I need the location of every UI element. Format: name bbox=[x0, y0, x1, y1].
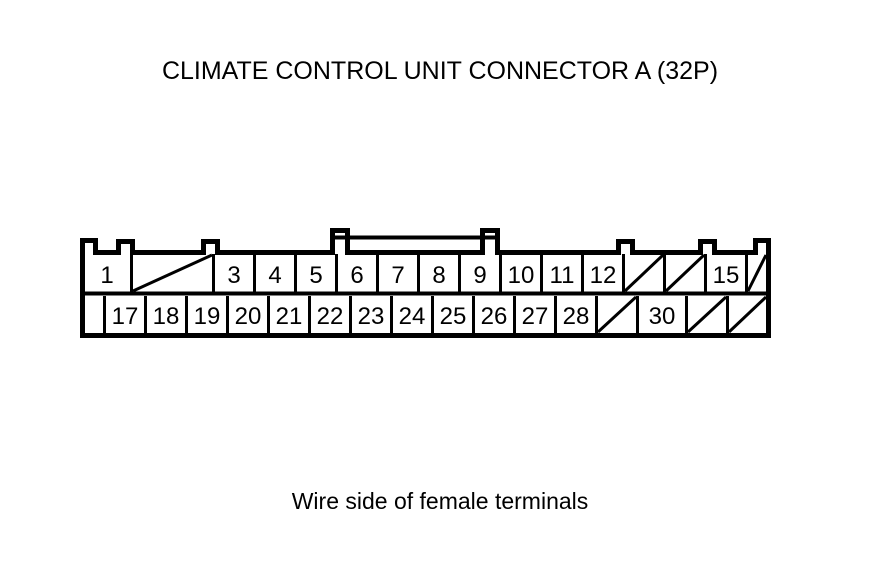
bottom-row-dividers bbox=[103, 296, 729, 333]
blank-diagonal-pin-31 bbox=[686, 295, 728, 334]
top-row-blank-diagonals bbox=[132, 253, 768, 293]
pin-label-22: 22 bbox=[317, 303, 344, 330]
pin-label-18: 18 bbox=[153, 303, 180, 330]
connector-body: 1 3 4 5 6 7 8 9 10 11 12 15 bbox=[80, 228, 771, 338]
pin-label-12: 12 bbox=[590, 262, 617, 289]
blank-diagonal-pin-2 bbox=[132, 253, 213, 293]
connector-shell-outline bbox=[80, 228, 771, 338]
pin-label-9: 9 bbox=[473, 262, 486, 289]
blank-diagonal-pin-32 bbox=[727, 295, 768, 334]
bottom-row-labels: 17 18 19 20 21 22 23 24 25 26 27 28 30 bbox=[112, 303, 676, 330]
pin-label-8: 8 bbox=[432, 262, 445, 289]
pin-label-3: 3 bbox=[227, 262, 240, 289]
pin-label-28: 28 bbox=[563, 303, 590, 330]
pin-label-17: 17 bbox=[112, 303, 139, 330]
pin-label-21: 21 bbox=[276, 303, 303, 330]
pin-label-27: 27 bbox=[522, 303, 549, 330]
figure-caption: Wire side of female terminals bbox=[291, 488, 589, 514]
pin-label-30: 30 bbox=[649, 303, 676, 330]
pin-label-26: 26 bbox=[481, 303, 508, 330]
pin-label-19: 19 bbox=[194, 303, 221, 330]
bottom-row-blank-diagonals bbox=[596, 295, 768, 334]
pin-label-6: 6 bbox=[350, 262, 363, 289]
pin-label-20: 20 bbox=[235, 303, 262, 330]
pin-label-25: 25 bbox=[440, 303, 467, 330]
blank-diagonal-pin-13 bbox=[623, 253, 665, 293]
pin-label-15: 15 bbox=[713, 262, 740, 289]
top-row-dividers bbox=[130, 254, 748, 292]
pin-label-5: 5 bbox=[309, 262, 322, 289]
pin-label-10: 10 bbox=[508, 262, 535, 289]
blank-diagonal-pin-16 bbox=[746, 254, 768, 292]
pin-label-23: 23 bbox=[358, 303, 385, 330]
page-title: CLIMATE CONTROL UNIT CONNECTOR A (32P) bbox=[161, 57, 719, 85]
pin-label-7: 7 bbox=[391, 262, 404, 289]
pin-label-4: 4 bbox=[268, 262, 281, 289]
pin-label-11: 11 bbox=[550, 262, 575, 289]
blank-diagonal-pin-29 bbox=[596, 295, 638, 334]
top-row-labels: 1 3 4 5 6 7 8 9 10 11 12 15 bbox=[100, 262, 739, 289]
pin-label-24: 24 bbox=[399, 303, 426, 330]
pin-label-1: 1 bbox=[100, 262, 113, 289]
blank-diagonal-pin-14 bbox=[664, 253, 706, 293]
